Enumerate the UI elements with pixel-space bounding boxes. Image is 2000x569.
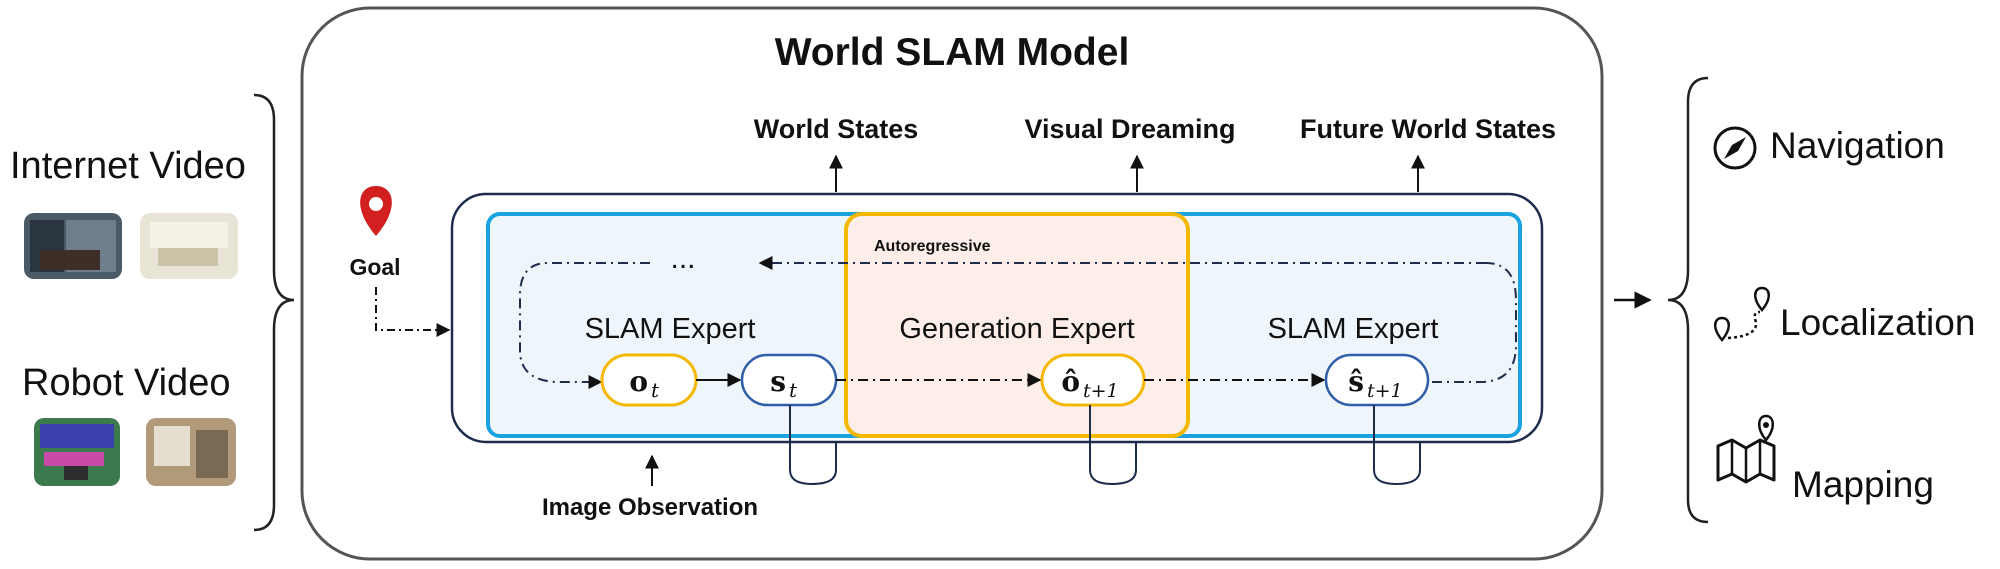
route-pin-icon bbox=[1714, 286, 1770, 342]
internet-video-thumbnail-1 bbox=[24, 213, 122, 279]
localization-label: Localization bbox=[1780, 302, 1975, 343]
goal-arrow bbox=[375, 287, 451, 337]
output-future-world-states: Future World States bbox=[1300, 114, 1556, 144]
compass-icon bbox=[1713, 126, 1757, 170]
token-s-t: s t bbox=[740, 353, 838, 407]
svg-text:s: s bbox=[770, 365, 786, 398]
self-loop-s-next bbox=[1373, 405, 1421, 486]
goal-label: Goal bbox=[349, 254, 400, 280]
token-o-t: o t bbox=[600, 353, 698, 407]
goal-pin-icon bbox=[360, 186, 392, 236]
svg-text:t+1: t+1 bbox=[1367, 380, 1403, 402]
self-loop-s-t bbox=[789, 405, 837, 486]
robot-video-label: Robot Video bbox=[22, 362, 230, 404]
autoregressive-left-loop bbox=[519, 262, 650, 389]
left-brace bbox=[253, 93, 295, 532]
robot-video-thumbnail-2 bbox=[146, 418, 236, 486]
right-brace bbox=[1667, 76, 1709, 524]
svg-text:ô: ô bbox=[1061, 365, 1080, 398]
mapping-label: Mapping bbox=[1792, 464, 1934, 505]
slam-expert-label-2: SLAM Expert bbox=[1268, 313, 1439, 345]
svg-text:o: o bbox=[629, 365, 648, 398]
slam-expert-label-1: SLAM Expert bbox=[585, 313, 756, 345]
generation-expert-label: Generation Expert bbox=[899, 313, 1134, 345]
self-loop-o-next bbox=[1089, 405, 1137, 486]
model-title: World SLAM Model bbox=[775, 31, 1130, 74]
output-world-states: World States bbox=[754, 114, 919, 144]
svg-text:ŝ: ŝ bbox=[1348, 365, 1364, 398]
token-o-next: ô t+1 bbox=[1040, 353, 1146, 407]
ellipsis: ... bbox=[670, 242, 695, 275]
svg-text:t: t bbox=[651, 378, 660, 402]
internet-video-label: Internet Video bbox=[10, 145, 246, 187]
navigation-label: Navigation bbox=[1770, 125, 1945, 166]
output-visual-dreaming: Visual Dreaming bbox=[1024, 114, 1235, 144]
token-s-next: ŝ t+1 bbox=[1324, 353, 1430, 407]
svg-text:t+1: t+1 bbox=[1083, 380, 1119, 402]
map-icon bbox=[1716, 414, 1776, 484]
robot-video-thumbnail-1 bbox=[34, 418, 120, 486]
svg-text:t: t bbox=[789, 378, 798, 402]
internet-video-thumbnail-2 bbox=[140, 213, 238, 279]
image-observation-label: Image Observation bbox=[542, 494, 758, 521]
autoregressive-label: Autoregressive bbox=[874, 238, 991, 255]
